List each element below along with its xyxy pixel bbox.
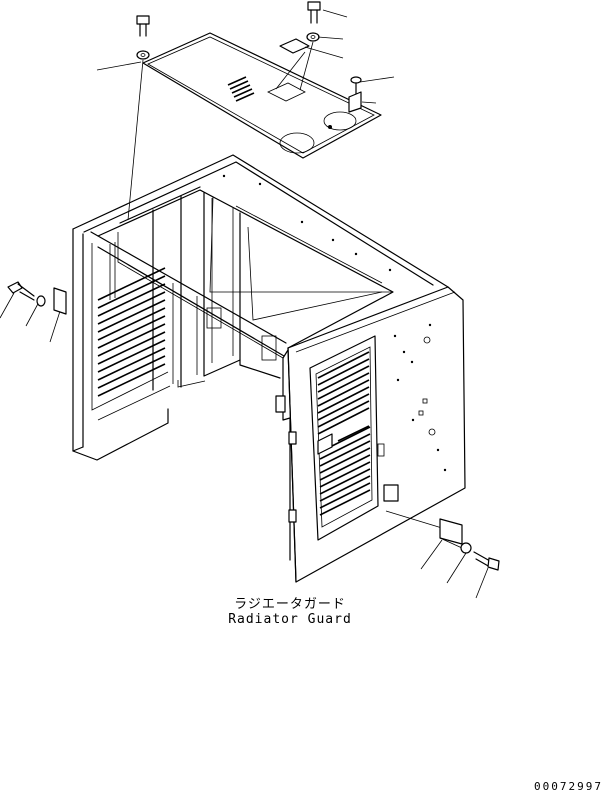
drawing-number: 00072997 [534, 780, 603, 793]
front-grille [317, 351, 371, 516]
top-bolt-right [279, 1, 321, 54]
left-panel-grille [97, 267, 166, 397]
top-cover-plate [142, 32, 382, 159]
caption-english: Radiator Guard [228, 612, 352, 627]
rivet-dots [222, 174, 447, 472]
top-rivet [348, 76, 362, 113]
top-vent-grille [227, 76, 255, 102]
assembly-guide-lines [127, 41, 314, 221]
top-bolt-left [136, 15, 150, 60]
right-bolt-assembly [439, 518, 500, 571]
caption-japanese: ラジエータガード [234, 597, 346, 612]
radiator-guard-frame [72, 154, 466, 583]
left-bolt-assembly [7, 281, 67, 315]
